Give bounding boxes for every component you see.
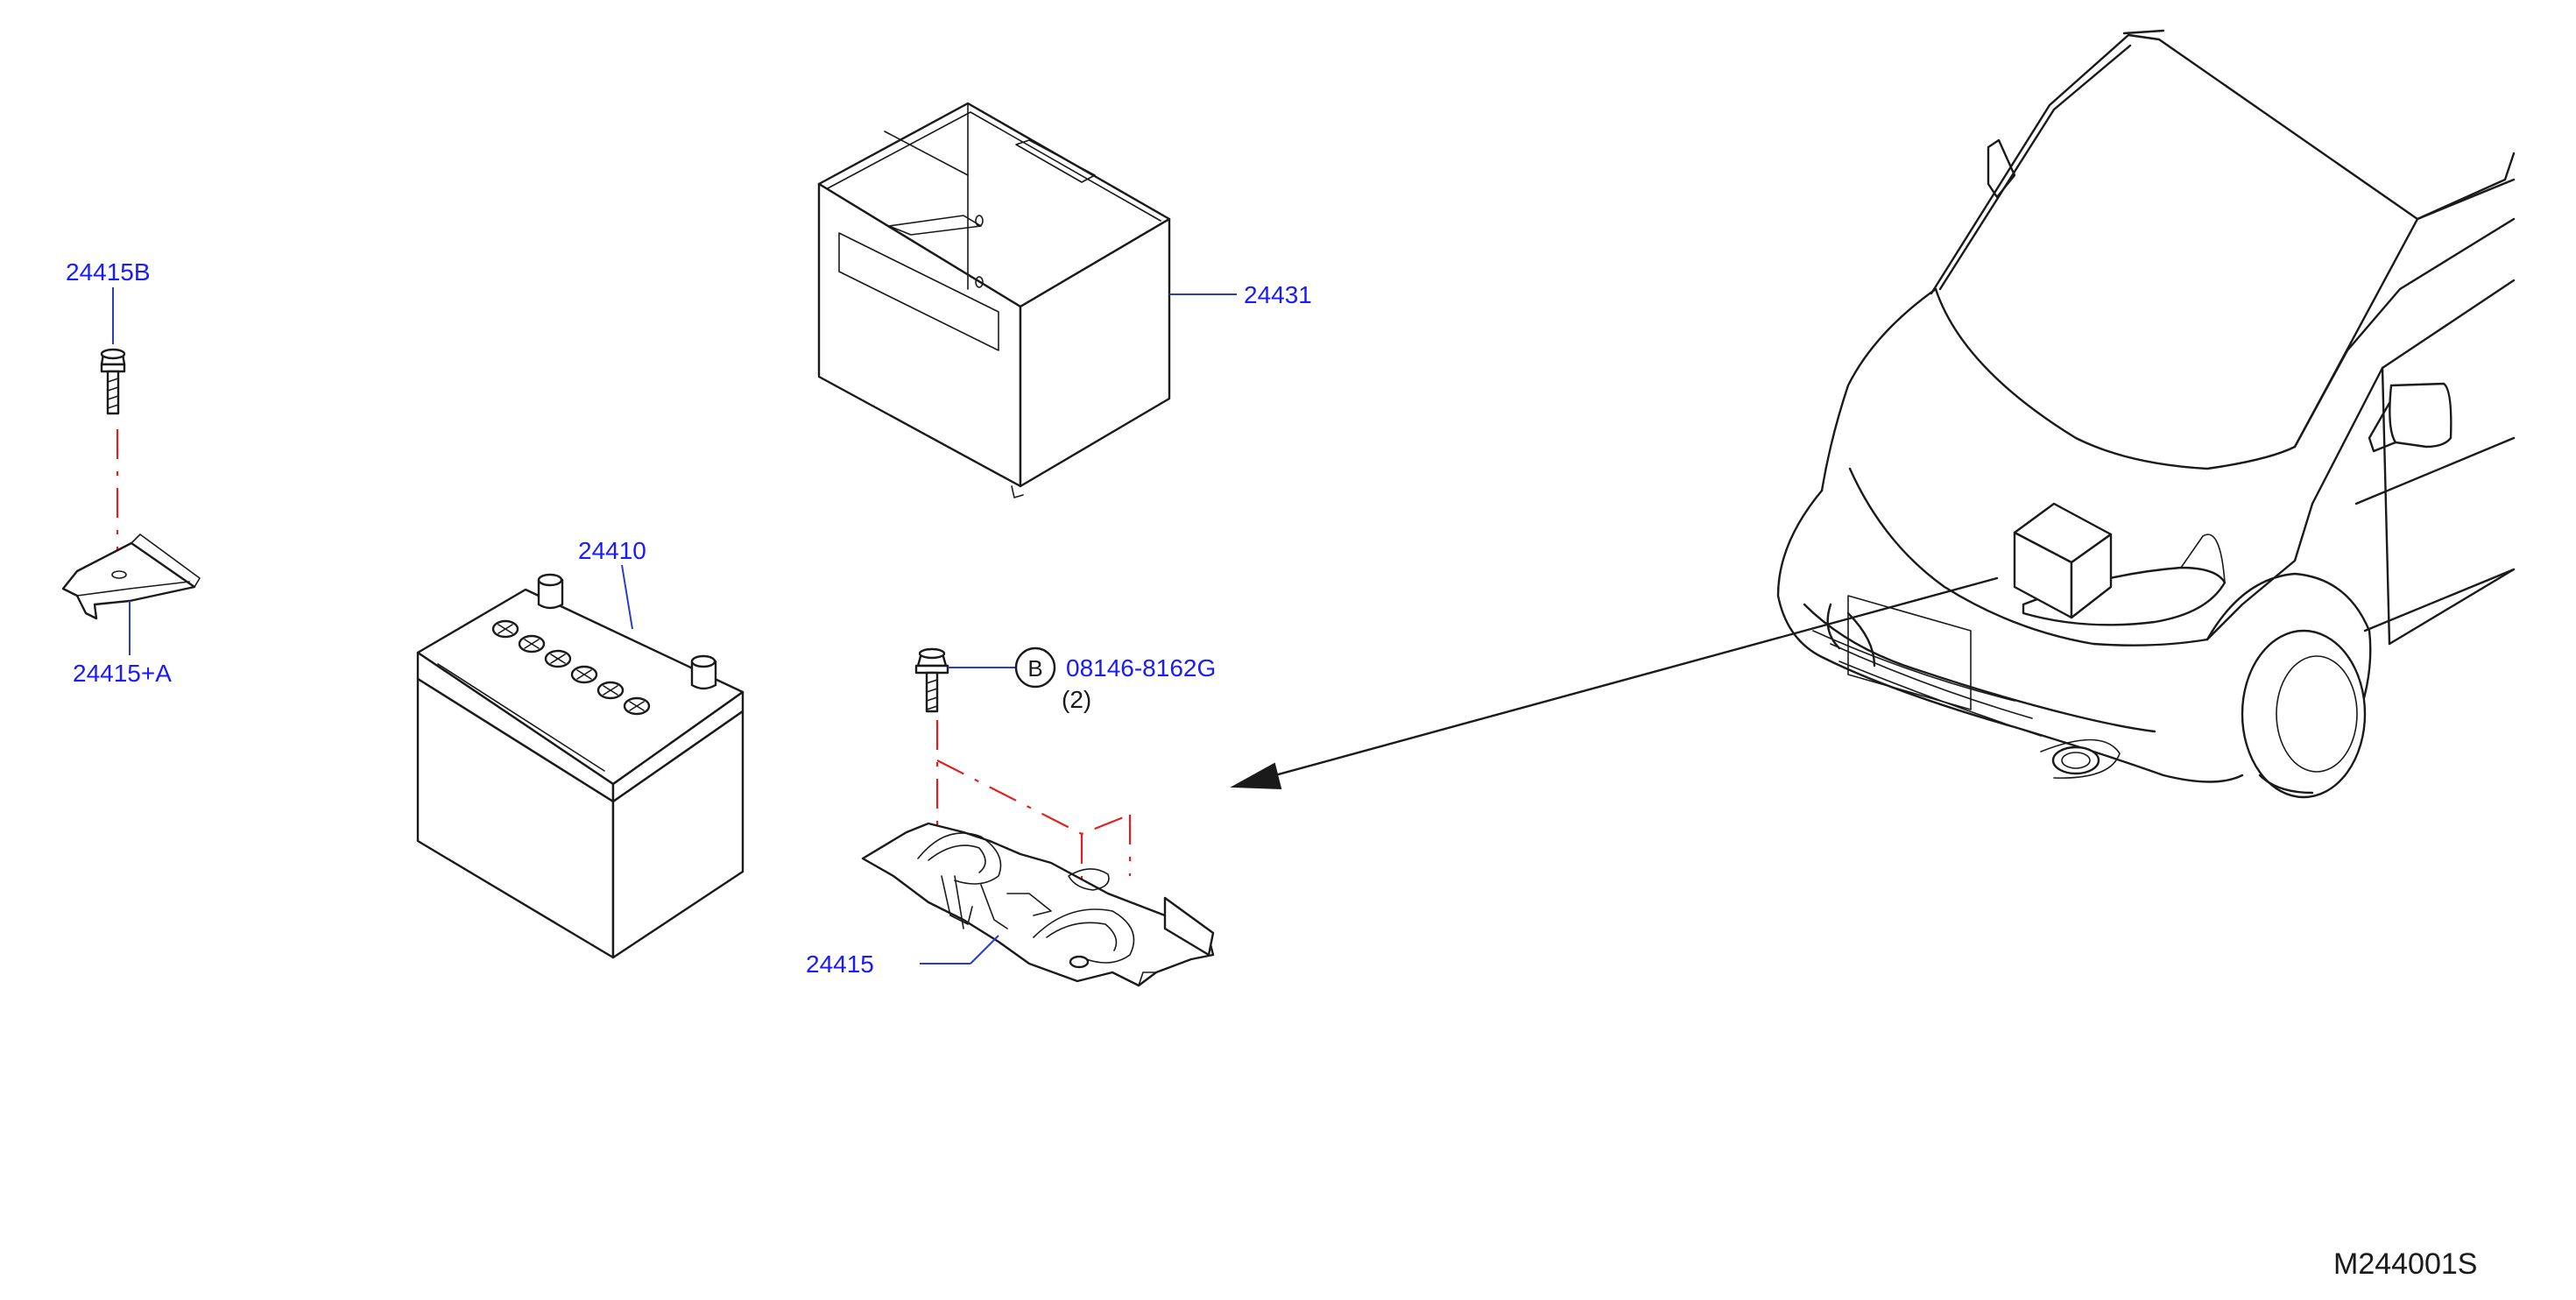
leader-24410 xyxy=(621,564,633,630)
arrow-head-icon xyxy=(1230,762,1282,790)
label-24415a[interactable]: 24415+A xyxy=(73,660,172,687)
reference-circle-b xyxy=(1014,646,1056,689)
label-24415[interactable]: 24415 xyxy=(806,950,874,978)
label-08146-8162g[interactable]: 08146-8162G xyxy=(1066,654,1216,682)
bolt-08146-drawing xyxy=(914,647,949,713)
battery-24410-drawing xyxy=(416,573,745,959)
label-24415b[interactable]: 24415B xyxy=(66,258,151,286)
tray-24415-drawing xyxy=(861,822,1215,987)
bolt-24415b-drawing xyxy=(100,348,126,415)
label-24431[interactable]: 24431 xyxy=(1244,281,1312,308)
locator-arrow-line xyxy=(1251,576,1999,783)
vehicle-locator-drawing xyxy=(1776,29,2516,799)
label-bolt-quantity: (2) xyxy=(1062,686,1091,713)
battery-cover-24431-drawing xyxy=(817,102,1171,498)
reference-letter-b: B xyxy=(1027,655,1042,682)
leader-24415-d xyxy=(970,935,999,964)
label-24410[interactable]: 24410 xyxy=(578,537,646,564)
clamp-24415a-drawing xyxy=(61,533,201,620)
diagram-code: M244001S xyxy=(2333,1247,2477,1281)
